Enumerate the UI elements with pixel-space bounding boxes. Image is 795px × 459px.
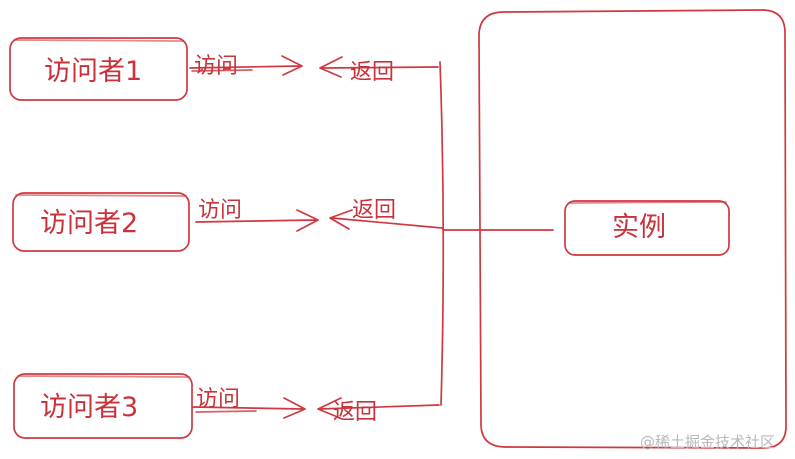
- return-arrow-1: [319, 56, 439, 78]
- request-arrow-1: [189, 55, 303, 76]
- request-label-3: 访问: [196, 387, 240, 412]
- return-bracket: [439, 61, 445, 406]
- instance-label: 实例: [612, 212, 666, 243]
- visitor-1-node: 访问者1: [9, 37, 188, 101]
- return-arrow-3: [317, 397, 440, 419]
- return-arrow-2: [329, 209, 443, 230]
- return-label-2: 返回: [352, 198, 396, 223]
- visitor-2-label: 访问者2: [40, 208, 138, 239]
- container-box: [478, 9, 787, 449]
- request-label-2: 访问: [198, 198, 242, 223]
- visitor-3-label: 访问者3: [40, 392, 138, 423]
- request-label-1: 访问: [194, 54, 238, 79]
- visitor-3-node: 访问者3: [13, 373, 193, 439]
- return-label-3: 返回: [333, 400, 377, 425]
- request-arrow-2: [195, 209, 319, 232]
- request-arrow-3: [192, 397, 306, 419]
- visitor-1-label: 访问者1: [44, 56, 142, 87]
- visitor-2-node: 访问者2: [12, 192, 190, 252]
- return-label-1: 返回: [350, 60, 394, 85]
- instance-node: 实例: [564, 200, 730, 256]
- watermark: @稀土掘金技术社区: [640, 433, 775, 451]
